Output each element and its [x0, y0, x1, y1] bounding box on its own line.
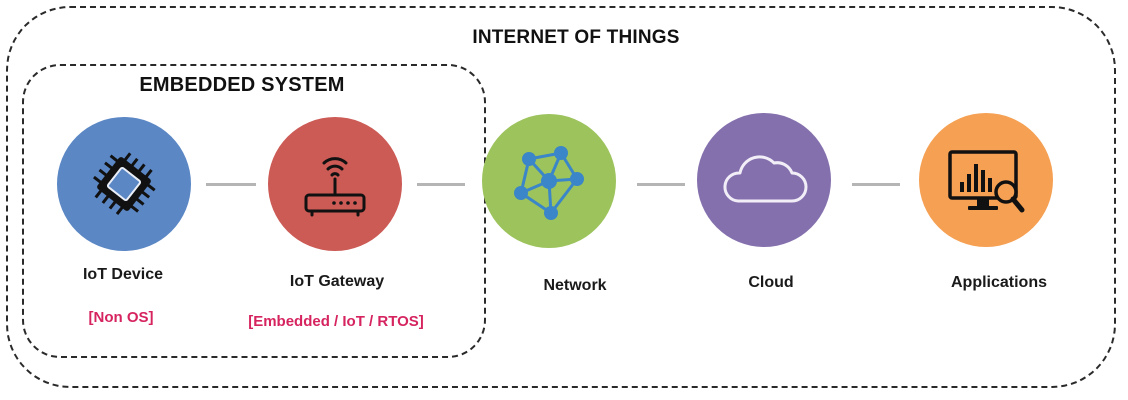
iot-device-node	[57, 117, 191, 251]
router-icon	[304, 157, 366, 217]
cloud-node	[697, 113, 831, 247]
connector-device-gateway	[206, 183, 256, 186]
applications-label: Applications	[950, 274, 1048, 291]
connector-cloud-applications	[852, 183, 900, 186]
network-label: Network	[543, 277, 607, 294]
iot-device-sublabel: [Non OS]	[88, 309, 154, 326]
iot-gateway-node	[268, 117, 402, 251]
cloud-label: Cloud	[748, 274, 794, 291]
analytics-monitor-icon	[948, 150, 1025, 213]
connector-gateway-network	[417, 183, 465, 186]
iot-device-label: IoT Device	[82, 266, 164, 283]
embedded-system-title: EMBEDDED SYSTEM	[139, 74, 345, 96]
cloud-icon	[723, 155, 808, 203]
embedded-system-boundary	[22, 64, 486, 358]
internet-of-things-boundary	[6, 6, 1116, 388]
connector-network-cloud	[637, 183, 685, 186]
iot-gateway-label: IoT Gateway	[289, 273, 385, 290]
chip-icon	[93, 152, 156, 215]
internet-of-things-title: INTERNET OF THINGS	[472, 27, 680, 48]
network-icon	[514, 146, 584, 220]
network-node	[482, 114, 616, 248]
applications-node	[919, 113, 1053, 247]
iot-gateway-sublabel: [Embedded / IoT / RTOS]	[248, 313, 424, 330]
